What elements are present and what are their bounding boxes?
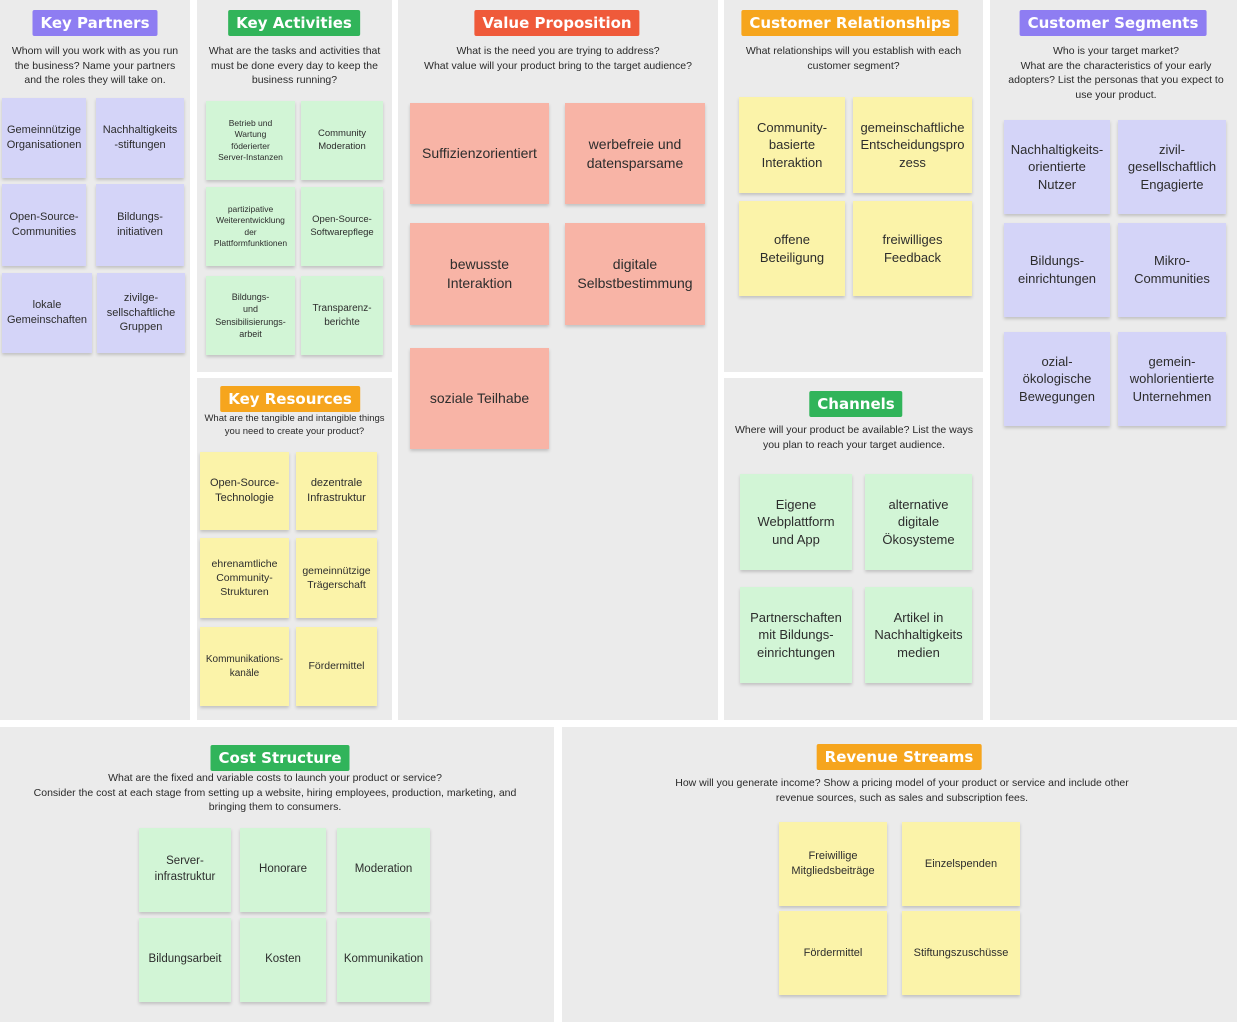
segment-note[interactable]: Bildungs- einrichtungen xyxy=(1004,223,1110,317)
channel-note[interactable]: alternative digitale Ökosysteme xyxy=(865,474,972,570)
segment-note[interactable]: ozial- ökologische Bewegungen xyxy=(1004,332,1110,426)
resource-note[interactable]: dezentrale Infrastruktur xyxy=(296,452,377,530)
key-activities-title: Key Activities xyxy=(228,10,360,36)
value-note[interactable]: Suffizienzorientiert xyxy=(410,103,549,204)
activity-note[interactable]: partizipative Weiterentwicklung der Plat… xyxy=(206,187,295,266)
cost-structure-title: Cost Structure xyxy=(210,745,350,771)
revenue-streams-question: How will you generate income? Show a pri… xyxy=(675,777,1129,804)
activity-note[interactable]: Betrieb und Wartung föderierter Server-I… xyxy=(206,101,295,180)
resource-note[interactable]: Open-Source- Technologie xyxy=(200,452,289,530)
cost-note[interactable]: Bildungsarbeit xyxy=(139,918,231,1002)
resource-note[interactable]: Fördermittel xyxy=(296,627,377,706)
relationship-note[interactable]: Community- basierte Interaktion xyxy=(739,97,845,193)
channels-title: Channels xyxy=(809,391,903,417)
activity-note[interactable]: Bildungs- und Sensibilisierungs- arbeit xyxy=(206,276,295,355)
resource-note[interactable]: gemeinnützige Trägerschaft xyxy=(296,538,377,618)
cost-note[interactable]: Kommunikation xyxy=(337,918,430,1002)
value-note[interactable]: bewusste Interaktion xyxy=(410,223,549,325)
partner-note[interactable]: zivilge- sellschaftliche Gruppen xyxy=(97,273,185,353)
key-partners-title: Key Partners xyxy=(32,10,158,36)
key-resources-question: What are the tangible and intangible thi… xyxy=(204,413,385,437)
cost-note[interactable]: Server- infrastruktur xyxy=(139,828,231,912)
segment-note[interactable]: Mikro- Communities xyxy=(1118,223,1226,317)
partner-note[interactable]: Bildungs- initiativen xyxy=(96,184,184,266)
channel-note[interactable]: Eigene Webplattform und App xyxy=(740,474,852,570)
value-proposition-title: Value Proposition xyxy=(474,10,640,36)
cost-structure-question: What are the fixed and variable costs to… xyxy=(33,772,517,813)
channel-note[interactable]: Partnerschaften mit Bildungs- einrichtun… xyxy=(740,587,852,683)
cost-note[interactable]: Honorare xyxy=(240,828,326,912)
resource-note[interactable]: ehrenamtliche Community- Strukturen xyxy=(200,538,289,618)
activity-note[interactable]: Community Moderation xyxy=(301,101,383,180)
segment-note[interactable]: zivil- gesellschaftlich Engagierte xyxy=(1118,120,1226,214)
channels-question: Where will your product be available? Li… xyxy=(734,424,974,451)
relationship-note[interactable]: freiwilliges Feedback xyxy=(853,201,972,296)
key-partners-question: Whom will you work with as you run the b… xyxy=(11,45,179,86)
revenue-note[interactable]: Fördermittel xyxy=(779,911,887,995)
revenue-note[interactable]: Einzelspenden xyxy=(902,822,1020,906)
relationship-note[interactable]: gemeinschaftliche Entscheidungspro zess xyxy=(853,97,972,193)
cost-note[interactable]: Moderation xyxy=(337,828,430,912)
channel-note[interactable]: Artikel in Nachhaltigkeits medien xyxy=(865,587,972,683)
segment-note[interactable]: Nachhaltigkeits- orientierte Nutzer xyxy=(1004,120,1110,214)
partner-note[interactable]: Nachhaltigkeits -stiftungen xyxy=(96,98,184,178)
partner-note[interactable]: lokale Gemeinschaften xyxy=(2,273,92,353)
customer-relationships-question: What relationships will you establish wi… xyxy=(745,45,962,72)
customer-segments-title: Customer Segments xyxy=(1019,10,1207,36)
customer-relationships-title: Customer Relationships xyxy=(741,10,959,36)
cost-note[interactable]: Kosten xyxy=(240,918,326,1002)
value-note[interactable]: digitale Selbstbestimmung xyxy=(565,223,705,325)
key-activities-question: What are the tasks and activities that m… xyxy=(208,45,381,86)
activity-note[interactable]: Open-Source- Softwarepflege xyxy=(301,187,383,266)
revenue-note[interactable]: Stiftungszuschüsse xyxy=(902,911,1020,995)
partner-note[interactable]: Gemeinnützige Organisationen xyxy=(2,98,86,178)
resource-note[interactable]: Kommunikations- kanäle xyxy=(200,627,289,706)
customer-segments-question: Who is your target market? What are the … xyxy=(1008,45,1224,101)
value-note[interactable]: werbefreie und datensparsame xyxy=(565,103,705,204)
segment-note[interactable]: gemein- wohlorientierte Unternehmen xyxy=(1118,332,1226,426)
revenue-streams-panel xyxy=(562,727,1237,1022)
activity-note[interactable]: Transparenz- berichte xyxy=(301,276,383,355)
revenue-streams-title: Revenue Streams xyxy=(816,744,982,770)
value-note[interactable]: soziale Teilhabe xyxy=(410,348,549,449)
relationship-note[interactable]: offene Beteiligung xyxy=(739,201,845,296)
revenue-note[interactable]: Freiwillige Mitgliedsbeiträge xyxy=(779,822,887,906)
value-proposition-question: What is the need you are trying to addre… xyxy=(424,45,692,72)
key-resources-title: Key Resources xyxy=(220,386,360,412)
partner-note[interactable]: Open-Source- Communities xyxy=(2,184,86,266)
